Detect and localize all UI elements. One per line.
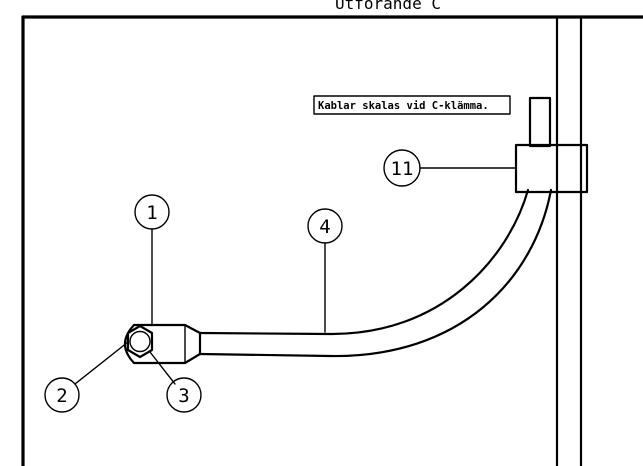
note-box: Kablar skalas vid C-klämma. xyxy=(313,95,511,115)
hex-nut xyxy=(126,324,154,359)
callout-2: 2 xyxy=(44,377,80,413)
bolt-circle xyxy=(129,330,151,353)
callout-1: 1 xyxy=(134,194,170,230)
callout-11-label: 11 xyxy=(391,158,414,180)
callout-4: 4 xyxy=(307,208,343,244)
callout-1-label: 1 xyxy=(146,202,157,224)
vertical-rail xyxy=(555,15,583,466)
callout-4-label: 4 xyxy=(319,216,330,238)
callout-11: 11 xyxy=(383,149,421,187)
leader-lines xyxy=(74,167,517,385)
drawing-frame xyxy=(21,15,643,466)
callout-3: 3 xyxy=(166,377,202,413)
clamp-tab xyxy=(528,96,552,148)
note-text: Kablar skalas vid C-klämma. xyxy=(318,100,489,112)
c-clamp xyxy=(514,143,589,194)
cable-lug xyxy=(123,323,202,365)
cable xyxy=(198,188,553,358)
drawing-title-fragment: Utförande C xyxy=(335,0,441,13)
callout-2-label: 2 xyxy=(56,385,67,407)
callout-3-label: 3 xyxy=(178,385,189,407)
